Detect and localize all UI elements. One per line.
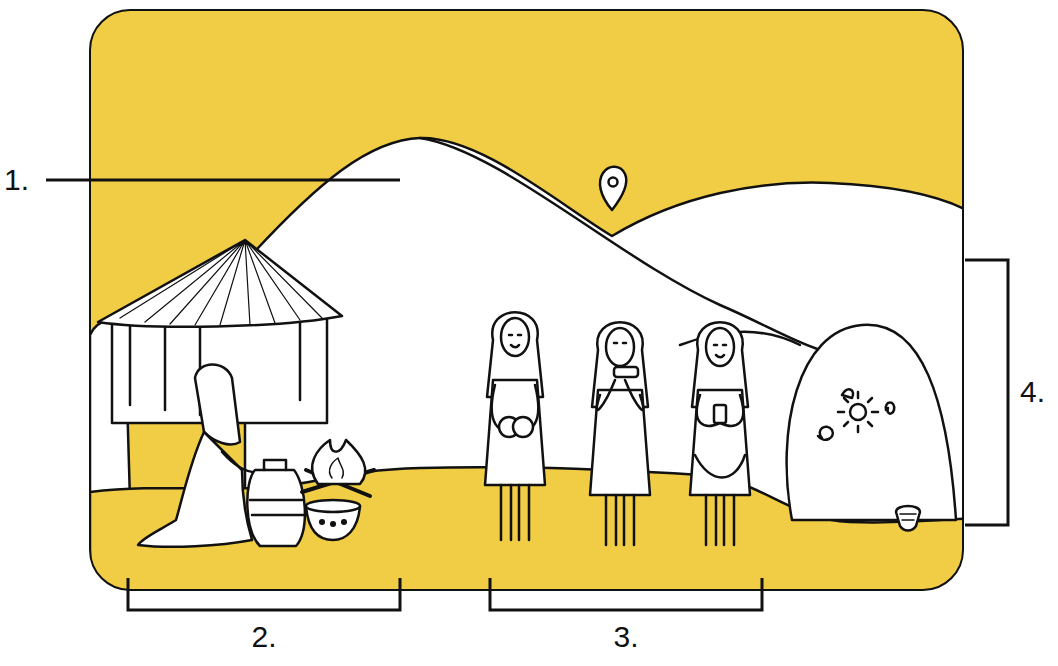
landscape [90, 138, 963, 590]
glyph [886, 403, 894, 414]
thatch [120, 240, 322, 325]
callout-number: 3. [613, 620, 638, 654]
callout-number: 2. [251, 620, 276, 654]
sun-glyph [850, 404, 866, 420]
spiral-glyph [818, 427, 833, 440]
harmonica [614, 367, 638, 377]
location-pin [600, 167, 626, 210]
rock [787, 325, 956, 520]
guitar-pick-icon [896, 506, 920, 531]
rock-shape [787, 325, 956, 520]
hill-contour [420, 138, 820, 350]
fire [302, 440, 374, 496]
leader-line [46, 179, 400, 182]
bracket [128, 578, 400, 610]
frame-border [90, 10, 963, 590]
bracket [490, 578, 762, 610]
glyph [842, 389, 853, 398]
callout-marks [46, 180, 1008, 610]
hut-roof [98, 240, 342, 327]
hills [245, 138, 963, 540]
bracket [965, 260, 1008, 525]
pot [247, 470, 305, 546]
standing-women [485, 312, 750, 545]
sun-rays [838, 392, 878, 432]
callout-number: 1. [4, 163, 29, 197]
callout-number: 4. [1020, 375, 1045, 409]
